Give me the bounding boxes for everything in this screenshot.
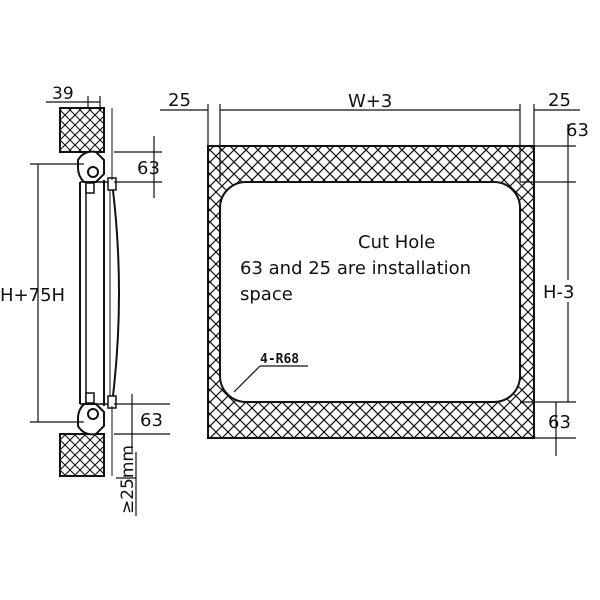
bottom-wall-block [59, 433, 105, 477]
clearance-label: ≥25mm [118, 445, 138, 514]
bottom-offset-label: 63 [140, 410, 163, 431]
corner-radius-label: 4-R68 [260, 352, 299, 367]
installation-note-line1: 63 and 25 are installation [240, 258, 471, 279]
top-hinge [77, 150, 117, 194]
right-margin-label: 25 [548, 90, 571, 111]
cut-hole [219, 181, 521, 403]
top-right-offset-label: 63 [566, 120, 589, 141]
inner-height-label: H-3 [543, 282, 574, 303]
top-wall-block [59, 107, 105, 153]
bottom-right-offset-label: 63 [548, 412, 571, 433]
top-width-label: 39 [52, 84, 74, 104]
door-leaf [111, 181, 120, 405]
top-offset-label: 63 [137, 158, 160, 179]
height-label: H+75H [0, 285, 65, 306]
front-view: W+3 25 25 63 H-3 63 Cut Hole 63 and 25 a… [160, 90, 592, 456]
side-view: 39 H+75H 63 63 ≥25mm [0, 84, 170, 516]
cut-hole-title: Cut Hole [358, 232, 435, 253]
left-margin-label: 25 [168, 90, 191, 111]
installation-note-line2: space [240, 284, 293, 305]
bottom-hinge [77, 392, 117, 436]
width-label: W+3 [348, 91, 392, 112]
